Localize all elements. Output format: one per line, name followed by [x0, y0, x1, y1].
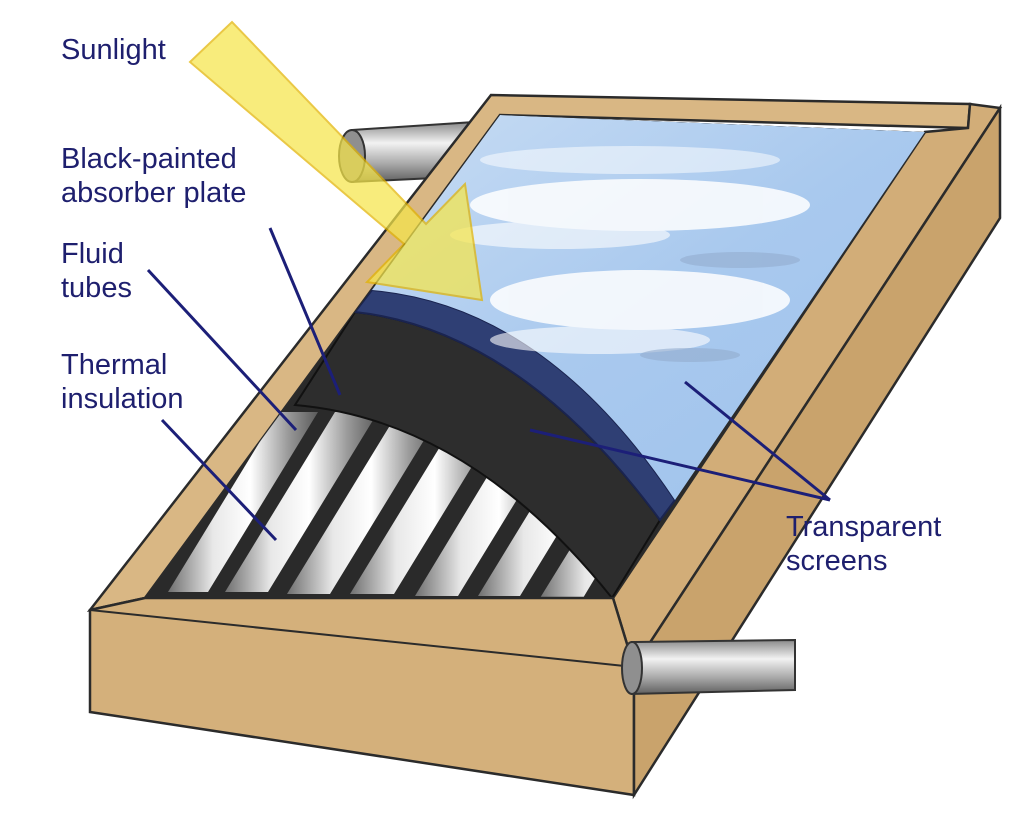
screens-leader-line-b [684, 380, 831, 502]
tubes-leader-line [146, 268, 298, 432]
label-insulation-line1: Thermal [61, 349, 168, 381]
label-transparent-screens: Transparent screens [786, 510, 941, 578]
label-screens-line1: Transparent [786, 511, 942, 543]
sunlight-arrow [188, 20, 484, 302]
label-tubes-line2: tubes [61, 272, 132, 304]
screens-leader-line-a [529, 428, 831, 502]
label-absorber-plate: Black-painted absorber plate [61, 142, 246, 210]
label-tubes-line1: Fluid [61, 238, 124, 270]
label-screens-line2: screens [786, 545, 888, 577]
label-fluid-tubes: Fluid tubes [61, 237, 132, 305]
outlet-pipe [621, 638, 796, 696]
label-absorber-line1: Black-painted [61, 143, 237, 175]
label-thermal-insulation: Thermal insulation [61, 348, 184, 416]
absorber-leader-line [268, 227, 342, 396]
label-sunlight: Sunlight [61, 33, 166, 67]
insulation-leader-line [160, 418, 278, 542]
label-insulation-line2: insulation [61, 383, 184, 415]
label-sunlight-text: Sunlight [61, 34, 166, 66]
label-absorber-line2: absorber plate [61, 177, 247, 209]
